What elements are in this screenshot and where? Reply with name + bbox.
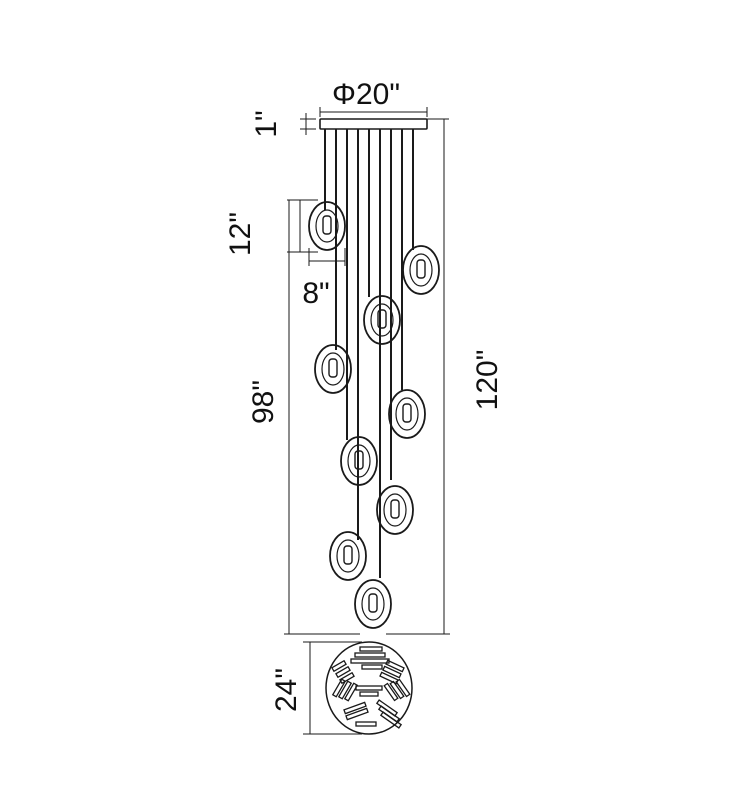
pendant-height-dimension: 12" [224,199,318,256]
canopy-height-dimension: 1" [250,110,316,138]
pendant-5 [388,389,426,439]
canopy [319,118,428,130]
pendant-9 [354,579,392,629]
pendant-width-label: 8" [302,277,329,310]
pendant-height-label: 12" [224,212,257,256]
canopy-diameter-label: Φ20" [332,78,400,111]
pendant-width-dimension: 8" [302,248,346,310]
sphere-height-label: 24" [270,668,303,712]
pendant-4 [314,344,352,394]
pendant-8 [329,531,367,581]
pendant-cords [324,129,414,578]
overall-height-label: 120" [471,350,504,411]
drop-height-dimension: 98" [247,200,360,635]
canopy-height-label: 1" [250,110,283,137]
sphere-height-dimension: 24" [270,641,362,735]
canopy-diameter-dimension: Φ20" [319,78,428,117]
pendant-3 [363,295,401,345]
pendant-2 [402,245,440,295]
pendant-1 [308,201,346,251]
overall-height-dimension: 120" [386,118,504,635]
drop-height-label: 98" [247,380,280,424]
pendant-6 [340,436,378,486]
pendant-7 [376,485,414,535]
crystal-sphere [325,641,413,735]
